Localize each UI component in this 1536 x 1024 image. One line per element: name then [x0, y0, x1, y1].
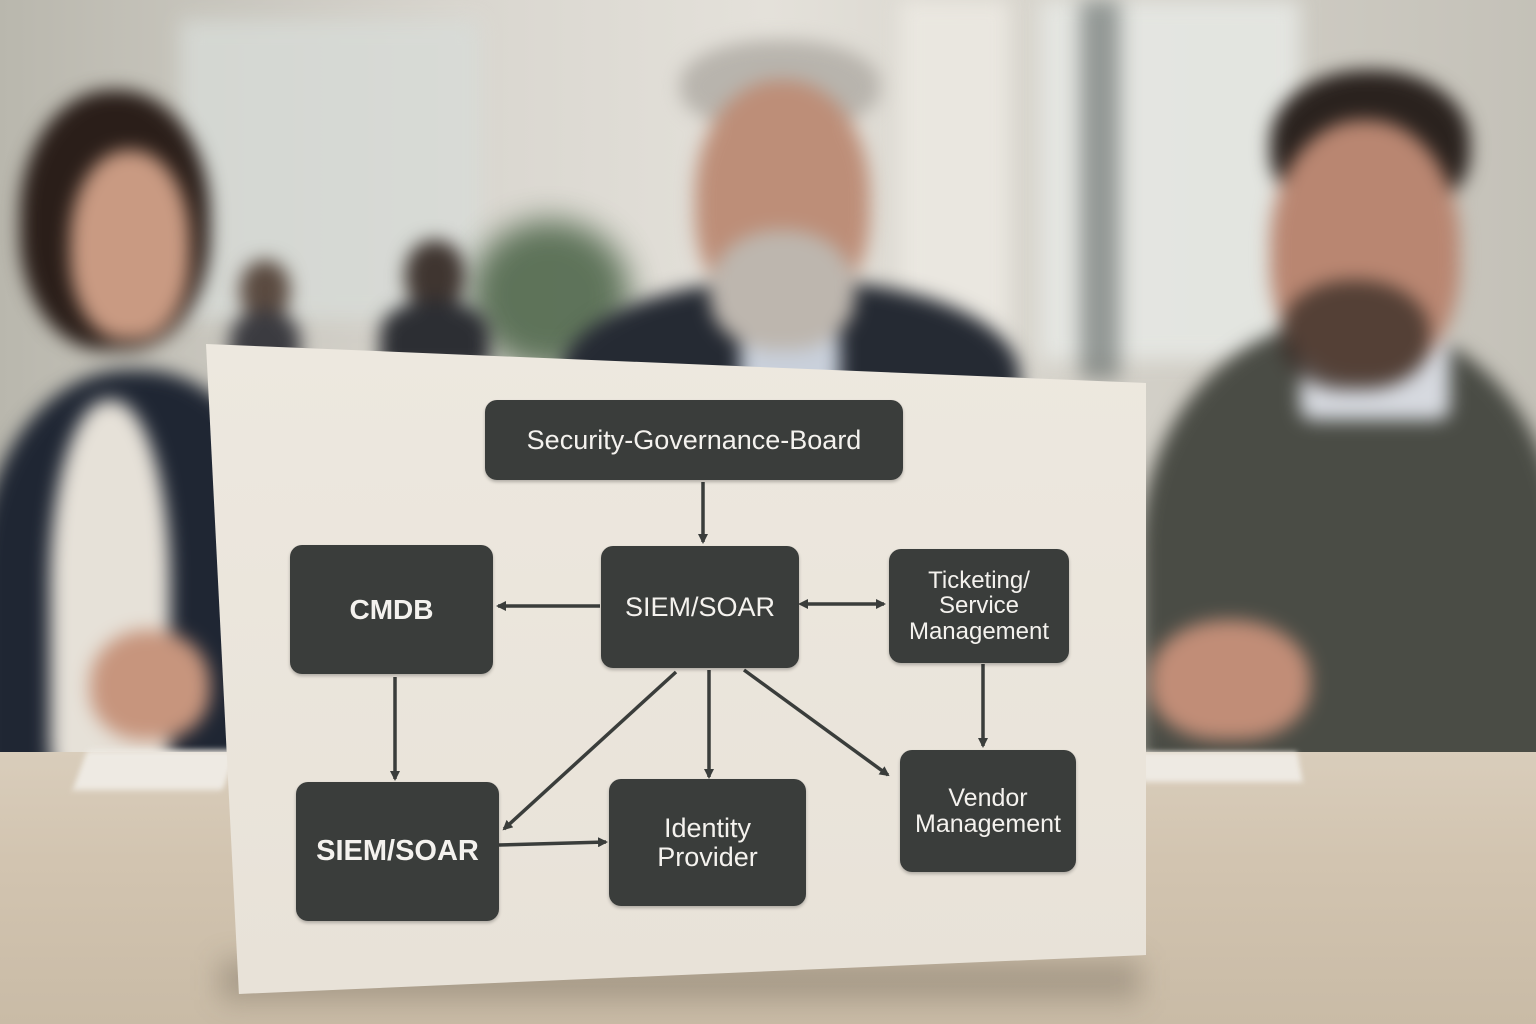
node-identity-provider: Identity Provider: [609, 779, 806, 906]
node-ticketing-service-management: Ticketing/ Service Management: [889, 549, 1069, 663]
node-siem-soar-top: SIEM/SOAR: [601, 546, 799, 668]
node-vendor-management: Vendor Management: [900, 750, 1076, 872]
node-siem-soar-bottom: SIEM/SOAR: [296, 782, 499, 921]
window-frame: [1080, 0, 1120, 380]
node-security-governance-board: Security-Governance-Board: [485, 400, 903, 480]
person-man-right: [1140, 60, 1536, 800]
arrow-siem-to-vendor: [742, 668, 890, 777]
arrow-siem-to-siem-bottom: [502, 670, 678, 831]
arrow-siem-bottom-to-identity: [498, 837, 608, 848]
node-cmdb: CMDB: [290, 545, 493, 674]
